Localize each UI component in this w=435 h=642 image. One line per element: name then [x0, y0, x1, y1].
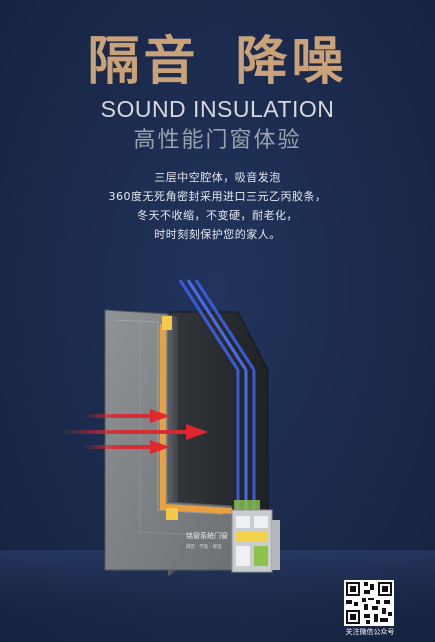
qr-code	[344, 580, 396, 630]
sound-arrow-top	[82, 409, 170, 423]
title-part-soundproof: 隔音	[87, 32, 200, 92]
description-line: 360度无死角密封采用进口三元乙丙胶条，	[108, 190, 327, 203]
profile-chambers	[231, 509, 280, 573]
subtitle-english: SOUND INSULATION	[100, 96, 335, 122]
qr-code-graphic	[344, 580, 394, 626]
description-line: 三层中空腔体，吸音发泡	[154, 171, 281, 184]
profile-small-text: 隔音 · 节能 · 保温	[186, 543, 222, 550]
description-block: 三层中空腔体，吸音发泡 360度无死角密封采用进口三元乙丙胶条， 冬天不收缩，不…	[0, 168, 435, 244]
sound-arrow-middle	[58, 424, 208, 440]
title-part-noise-reduction: 降噪	[235, 32, 348, 92]
window-profile-illustration: 铭窗系统门窗 隔音 · 节能 · 保温	[0, 279, 435, 642]
main-title: 隔音降噪	[0, 30, 435, 94]
sound-arrows	[58, 409, 208, 454]
description-line: 冬天不收缩，不变硬，耐老化，	[137, 209, 298, 222]
sound-arrow-bottom	[82, 440, 170, 454]
description-line: 时时刻刻保护您的家人。	[154, 228, 281, 241]
subtitle-chinese: 高性能门窗体验	[133, 128, 302, 153]
frame-face	[104, 309, 233, 571]
profile-logo-text: 铭窗系统门窗	[186, 531, 228, 540]
qr-caption: 关注微信公众号	[345, 628, 395, 636]
